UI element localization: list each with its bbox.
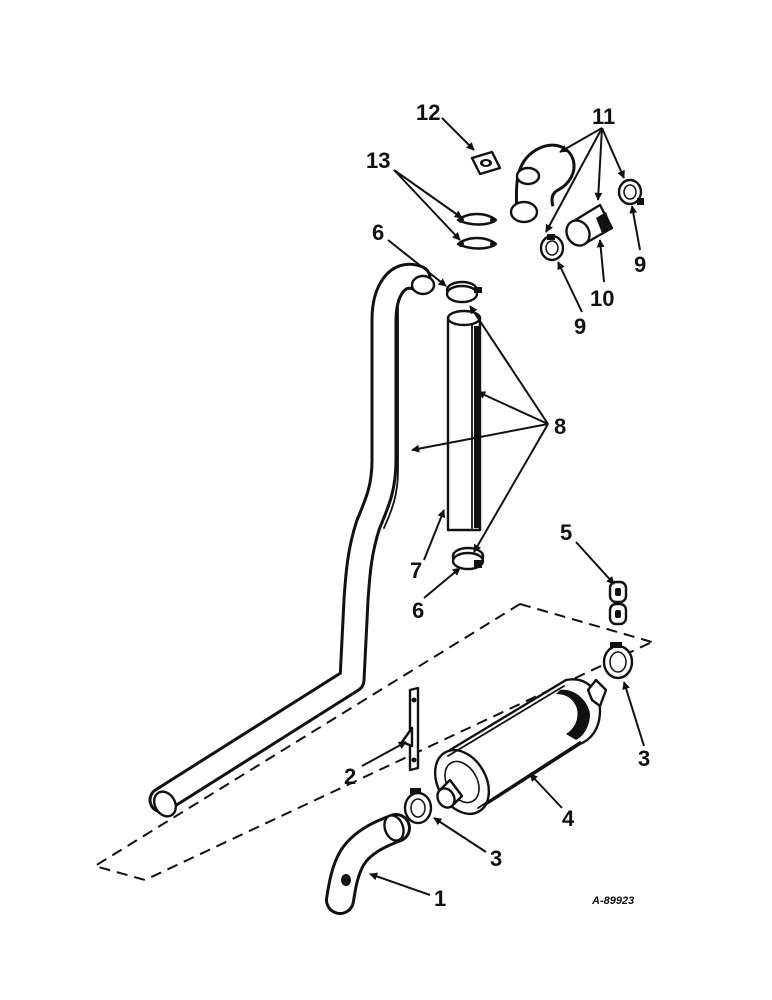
callout-1: 1: [434, 886, 446, 911]
muffler-clamp-lower: [403, 788, 433, 825]
muffler: [433, 678, 608, 815]
callout-3-upper: 3: [638, 746, 650, 771]
callout-2: 2: [344, 764, 356, 789]
callout-9-right: 9: [634, 252, 646, 277]
callout-4: 4: [562, 806, 575, 831]
clamp-halves-13: [456, 212, 498, 250]
inlet-pipe-1: [325, 813, 411, 915]
callout-5: 5: [560, 520, 572, 545]
callout-9-left: 9: [574, 314, 586, 339]
figure-id: A-89923: [591, 895, 634, 907]
callout-8: 8: [554, 414, 566, 439]
callout-6-lower: 6: [412, 598, 424, 623]
upper-clamp: [445, 280, 482, 304]
callout-3-lower: 3: [490, 846, 502, 871]
callout-13: 13: [366, 148, 390, 173]
bracket-12: [470, 150, 502, 176]
short-pipe-10: [565, 203, 614, 247]
link-5: [608, 580, 628, 626]
vertical-pipe: [446, 309, 482, 532]
hose-clamp-9-left: [539, 234, 565, 262]
leader-lines: [361, 117, 645, 896]
callout-6-upper: 6: [372, 220, 384, 245]
muffler-clamp-upper: [602, 642, 634, 680]
strap-2: [400, 686, 420, 772]
assembly-dashed-outline: [92, 603, 653, 882]
tail-pipe: [148, 262, 436, 818]
callout-11: 11: [592, 104, 615, 129]
lower-clamp: [451, 546, 485, 571]
callout-7: 7: [410, 558, 422, 583]
callout-12: 12: [416, 100, 440, 125]
elbow-pipe-11: [509, 143, 576, 224]
callout-10: 10: [590, 286, 614, 311]
hose-clamp-9-right: [617, 178, 644, 206]
